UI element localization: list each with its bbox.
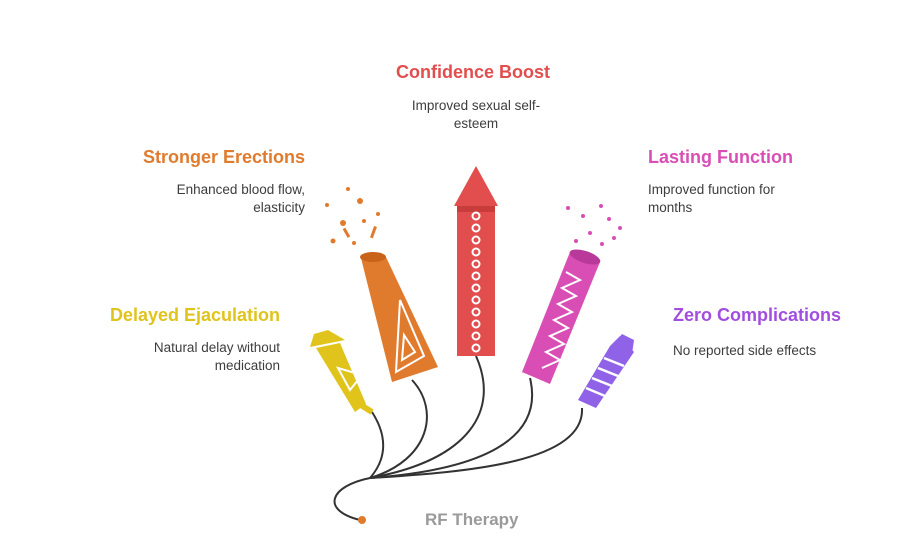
rocket-delayed-icon <box>310 330 374 415</box>
root-label: RF Therapy <box>425 510 519 529</box>
title-zero: Zero Complications <box>673 305 842 325</box>
title-lasting: Lasting Function <box>648 147 793 167</box>
rocket-zero-icon <box>578 334 634 408</box>
fuse-ignition-dot <box>358 516 366 524</box>
desc-delayed: Natural delay without medication <box>153 340 280 373</box>
fuse-lines <box>333 355 584 521</box>
firework-lasting-icon <box>522 204 622 384</box>
rocket-confidence-icon <box>454 166 498 356</box>
desc-stronger: Enhanced blood flow, elasticity <box>176 182 305 215</box>
fuse-stronger <box>369 379 428 479</box>
fuse-confidence <box>369 355 485 479</box>
title-stronger: Stronger Erections <box>142 147 305 167</box>
desc-zero: No reported side effects <box>673 343 817 358</box>
fuse-delayed <box>369 411 385 479</box>
fuse-main <box>333 477 371 521</box>
desc-lasting: Improved function for months <box>648 182 775 215</box>
fuse-zero <box>369 407 584 479</box>
desc-confidence: Improved sexual self-esteem <box>411 98 541 131</box>
title-confidence: Confidence Boost <box>396 62 551 82</box>
title-delayed: Delayed Ejaculation <box>109 305 280 325</box>
fuse-lasting <box>369 377 533 479</box>
firework-stronger-icon <box>325 187 438 382</box>
